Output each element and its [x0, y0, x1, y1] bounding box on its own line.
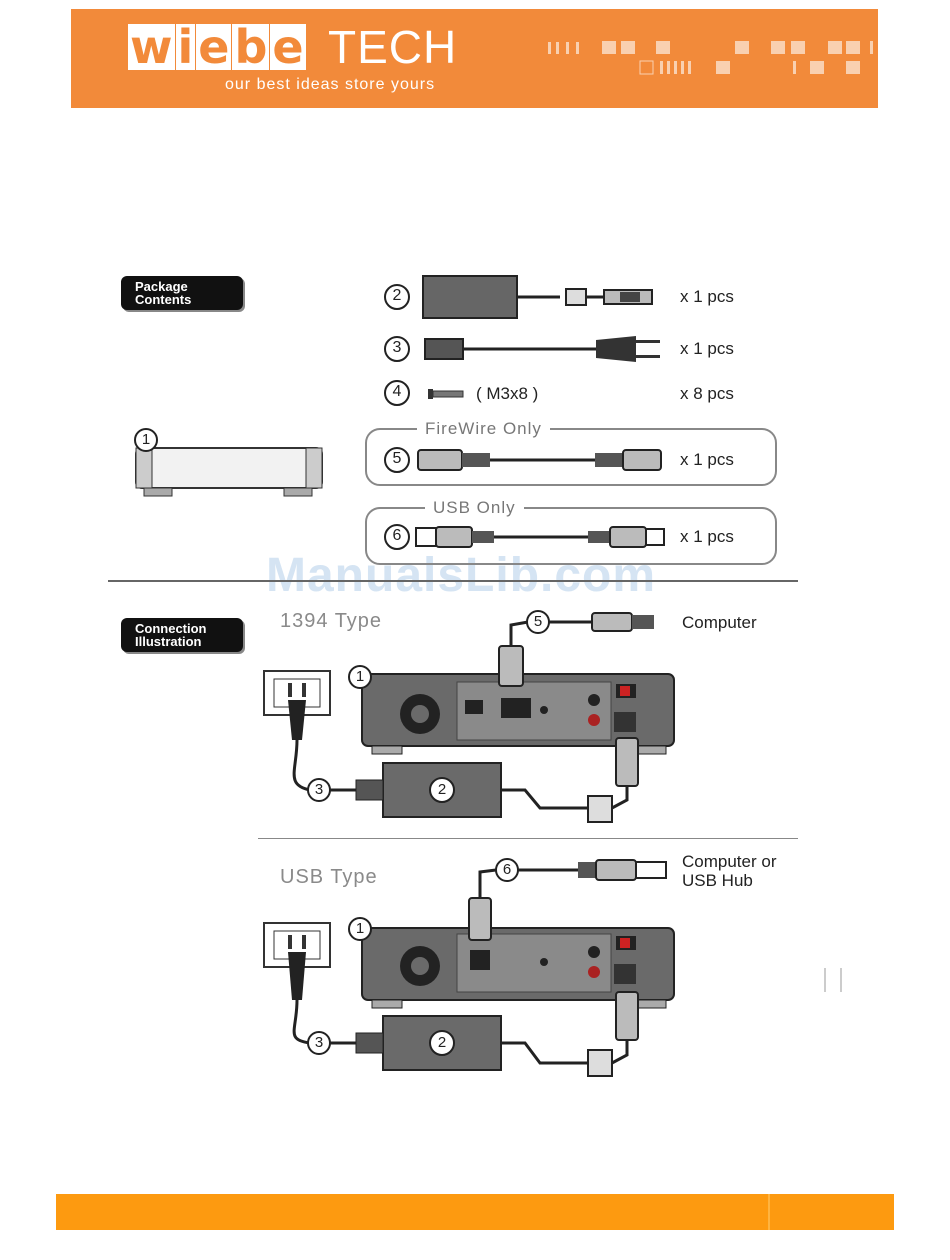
- target-computer-hub-label: Computer or USB Hub: [682, 852, 776, 890]
- power-cord-number: 3: [311, 1034, 327, 1051]
- adapter-number: 2: [434, 1034, 450, 1051]
- cable-number: 6: [499, 861, 515, 878]
- device-number: 1: [352, 920, 368, 937]
- target-line: Computer or: [682, 852, 776, 871]
- footer-divider: [768, 1194, 770, 1230]
- target-line: USB Hub: [682, 871, 776, 890]
